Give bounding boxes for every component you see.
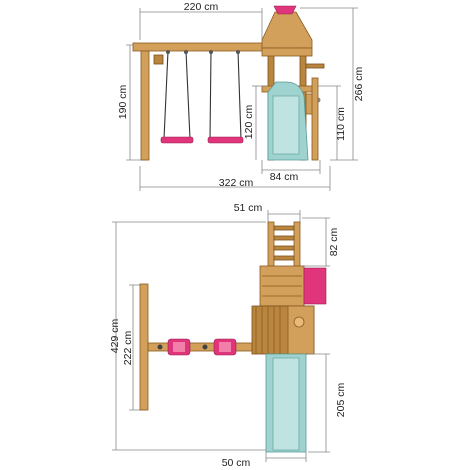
dim-total-depth: 429 cm [109, 221, 266, 451]
dim-deck-height: 110 cm [318, 85, 347, 160]
roof-flag [273, 5, 297, 15]
tower-side [261, 5, 325, 161]
dim-deck-height-label: 110 cm [335, 107, 347, 141]
dim-slide-length: 205 cm [308, 353, 347, 453]
swing-frame [132, 42, 264, 161]
dim-ladder-width-label: 51 cm [234, 202, 263, 214]
dim-slide-width-label: 50 cm [222, 457, 251, 469]
dim-swing-width: 220 cm [139, 1, 263, 40]
side-view: 220 cm 190 cm [117, 1, 365, 191]
dim-tower-width-label: 84 cm [270, 171, 299, 183]
dim-swing-width-label: 220 cm [184, 1, 219, 13]
dim-total-height-label: 266 cm [353, 67, 365, 102]
bracket [153, 54, 164, 65]
tower-top [251, 265, 327, 355]
steering-wheel [293, 316, 305, 328]
swing-seat [160, 136, 194, 144]
ladder [267, 221, 301, 267]
dim-swing-depth-label: 222 cm [122, 331, 134, 366]
a-frame-leg [139, 283, 149, 411]
dim-ladder-length: 82 cm [302, 217, 340, 267]
steering-wheel [305, 63, 325, 69]
pink-panel [303, 267, 327, 305]
dim-total-width-label: 322 cm [219, 177, 254, 189]
dim-ladder-width: 51 cm [234, 202, 301, 224]
dim-platform-height: 120 cm [243, 85, 268, 160]
top-view: 51 cm 82 cm 429 cm [109, 202, 347, 469]
dim-total-width: 322 cm [139, 166, 331, 191]
swing-frame-top [139, 283, 259, 411]
dim-tower-width: 84 cm [261, 160, 321, 183]
dim-slide-length-label: 205 cm [335, 383, 347, 418]
swing-seat [207, 136, 244, 144]
dim-total-height: 266 cm [300, 7, 365, 161]
dim-slide-width: 50 cm [222, 452, 307, 469]
dim-total-depth-label: 429 cm [109, 319, 121, 354]
dim-ladder-length-label: 82 cm [328, 227, 340, 256]
dim-swing-height-label: 190 cm [117, 85, 129, 120]
slide-top [265, 353, 307, 453]
dim-platform-height-label: 120 cm [243, 105, 255, 140]
